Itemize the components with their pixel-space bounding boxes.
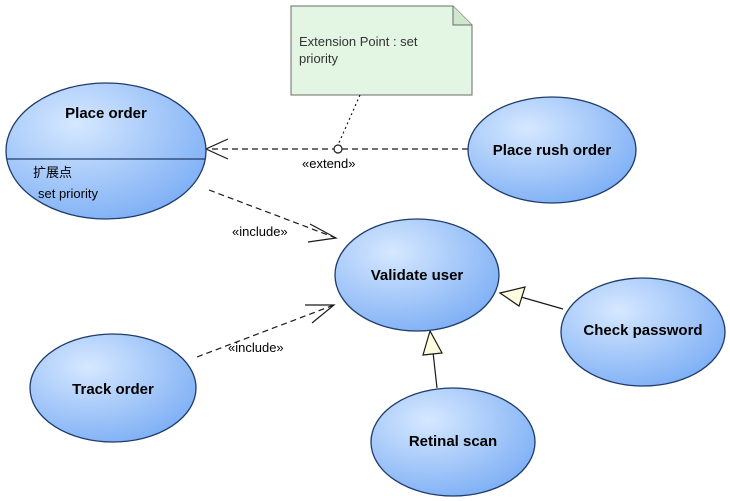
- validate-user-label: Validate user: [371, 267, 464, 284]
- use-case-validate-user[interactable]: Validate user: [334, 218, 500, 332]
- extension-point-set-priority: set priority: [38, 186, 98, 201]
- generalization-check-password[interactable]: [498, 286, 564, 310]
- use-case-place-order[interactable]: Place order 扩展点 set priority: [5, 82, 207, 220]
- include-label-2: «include»: [228, 340, 284, 355]
- use-case-track-order[interactable]: Track order: [29, 333, 197, 443]
- extend-label: «extend»: [302, 156, 356, 171]
- place-rush-order-label: Place rush order: [493, 142, 612, 159]
- include-relation-place-order[interactable]: «include»: [208, 189, 338, 243]
- extend-relation[interactable]: «extend»: [204, 138, 468, 171]
- extension-point-anchor: [333, 144, 343, 154]
- note-anchor-line: [337, 94, 361, 146]
- note-line-1: Extension Point : set: [299, 34, 418, 49]
- use-case-retinal-scan[interactable]: Retinal scan: [370, 387, 536, 497]
- extension-points-heading: 扩展点: [33, 165, 72, 180]
- use-case-check-password[interactable]: Check password: [560, 277, 726, 387]
- extension-point-note[interactable]: Extension Point : set priority: [290, 5, 473, 96]
- include-relation-track-order[interactable]: «include»: [196, 304, 336, 358]
- generalization-retinal-scan[interactable]: [422, 329, 443, 389]
- place-order-label: Place order: [65, 105, 147, 122]
- use-case-place-rush-order[interactable]: Place rush order: [467, 96, 637, 204]
- check-password-label: Check password: [583, 322, 702, 339]
- note-line-2: priority: [299, 51, 339, 66]
- retinal-scan-label: Retinal scan: [409, 433, 497, 450]
- track-order-label: Track order: [72, 381, 154, 398]
- include-label-1: «include»: [232, 224, 288, 239]
